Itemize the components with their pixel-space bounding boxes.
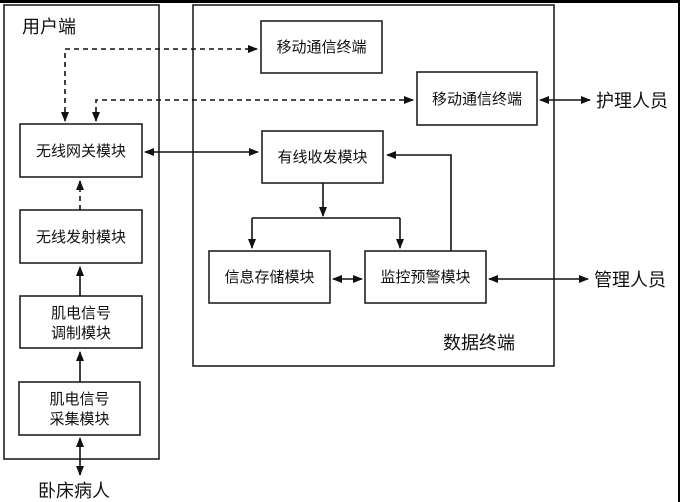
monitor-alarm-label: 监控预警模块	[380, 268, 470, 286]
monitor-feedback-arrow	[386, 151, 452, 251]
management-staff-label: 管理人员	[594, 270, 666, 291]
wireless-transmitter-box	[19, 209, 143, 264]
wired-transceiver-box	[261, 130, 384, 184]
emg-acquisition-box	[18, 381, 141, 436]
wireless-gateway-label: 无线网关模块	[36, 142, 126, 160]
wireless-gateway-box	[19, 123, 143, 178]
wired-transceiver-label: 有线收发模块	[277, 148, 367, 166]
info-storage-box	[208, 250, 331, 304]
emg-acquisition-label-line1: 肌电信号	[49, 390, 109, 408]
mobile-terminal-top-label: 移动通信终端	[276, 38, 366, 56]
mobile-terminal-right-label: 移动通信终端	[432, 90, 522, 108]
gateway-to-mobile-top-dashed-arrow	[61, 45, 258, 122]
image-right-border	[678, 0, 680, 502]
image-top-border	[0, 0, 680, 3]
mobile-terminal-top-box	[260, 20, 383, 74]
data-terminal-group	[192, 4, 555, 367]
nursing-staff-label: 护理人员	[596, 91, 668, 112]
gateway-to-mobile-right-dashed-arrow	[92, 96, 414, 122]
user-side-label: 用户端	[22, 17, 76, 38]
data-terminal-label: 数据终端	[443, 333, 515, 354]
emg-modulation-box	[19, 295, 143, 349]
wireless-transmitter-label: 无线发射模块	[36, 228, 126, 246]
emg-modulation-label-line1: 肌电信号	[51, 304, 111, 322]
emg-modulation-label-line2: 调制模块	[51, 324, 111, 342]
monitor-alarm-box	[364, 250, 487, 304]
emg-acquisition-label-line2: 采集模块	[49, 410, 109, 428]
mobile-terminal-right-box	[416, 71, 538, 126]
bedridden-patient-label: 卧床病人	[38, 481, 110, 502]
info-storage-label: 信息存储模块	[224, 268, 314, 286]
